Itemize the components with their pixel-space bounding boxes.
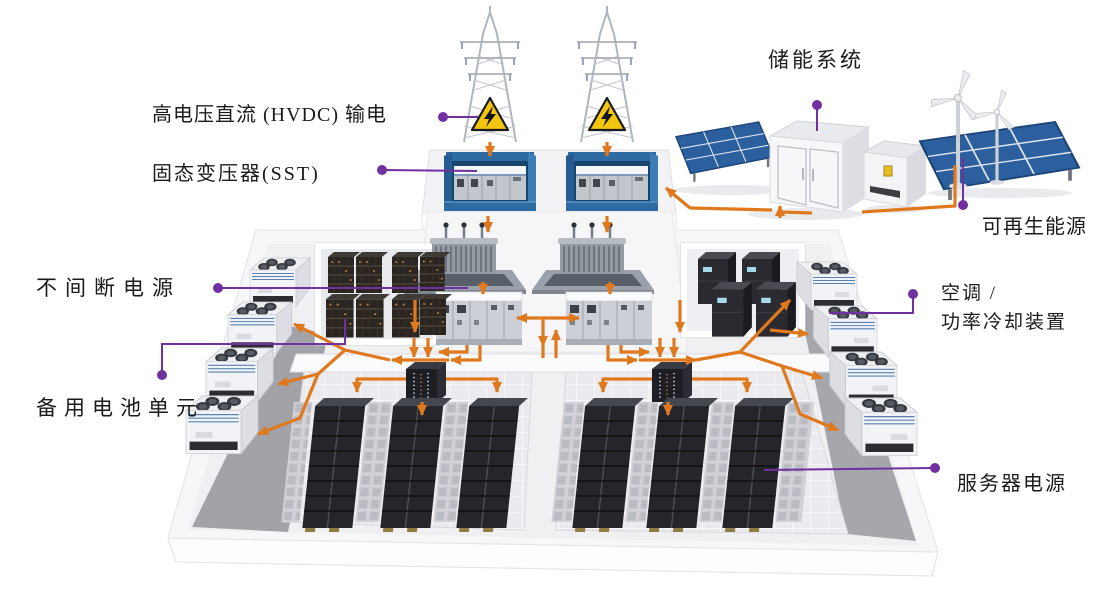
power-flow-arrows [257,142,957,436]
callout-line-ups [213,283,468,293]
label-solid-state-transformer: 固态变压器(SST) [152,163,320,185]
renewable-energy-cluster [674,68,1081,220]
callout-line-cooling [829,289,918,314]
solar-panel-icon [674,120,775,183]
label-ups: 不间断电源 [36,276,181,300]
sst-enclosure [443,151,537,212]
label-cooling-line2: 功率冷却装置 [941,312,1068,333]
label-energy-storage: 储能系统 [768,48,864,72]
sst-enclosure [565,151,659,212]
callout-line-storage [812,100,822,131]
callout-lines [157,100,968,473]
transmission-tower-icon [575,4,639,144]
callout-line-sst [377,165,478,175]
storage-converter-cabinet [862,140,928,208]
label-hvdc-transmission: 高电压直流 (HVDC) 输电 [152,104,387,126]
label-renewable-energy: 可再生能源 [982,216,1087,238]
busway-distribution-box [405,361,447,403]
energy-storage-container [768,120,871,213]
callout-line-hvdc [438,112,478,122]
label-server-power: 服务器电源 [957,473,1067,495]
label-cooling-line1: 空调 / [941,283,998,304]
callout-line-renewable [958,158,968,210]
transmission-tower-icon [458,4,522,144]
busway-distribution-box [651,361,693,403]
ups-switchgear [435,291,523,346]
label-backup-battery: 备用电池单元 [36,396,204,420]
callout-line-server [763,463,940,473]
callout-line-battery [157,319,346,380]
